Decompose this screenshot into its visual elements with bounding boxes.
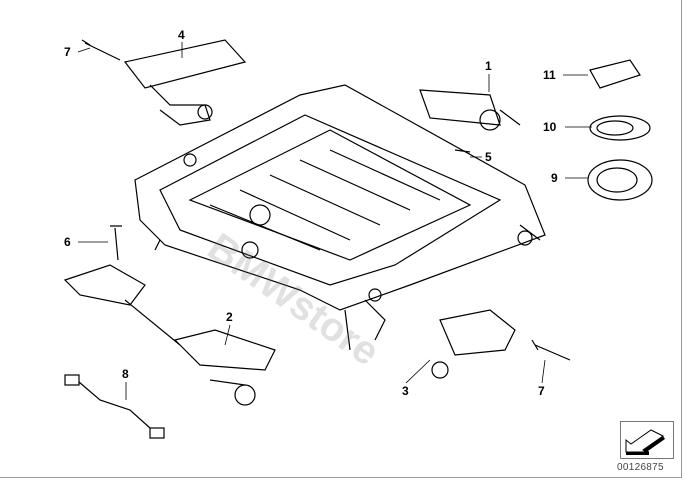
part-2-motor	[173, 329, 276, 406]
leader-lines	[77, 42, 592, 400]
label-4: 4	[178, 28, 185, 42]
label-2: 2	[226, 310, 233, 324]
back-arrow-button[interactable]	[620, 421, 674, 459]
label-7-top: 7	[64, 45, 71, 59]
part-1-motor	[419, 89, 521, 153]
control-module	[63, 264, 181, 346]
label-10: 10	[543, 120, 557, 134]
part-10-ring	[589, 115, 651, 141]
part-number: 00126875	[617, 462, 664, 473]
label-6: 6	[64, 235, 71, 249]
part-6-bolt	[110, 225, 122, 261]
part-9-ring	[587, 159, 653, 201]
label-5: 5	[485, 150, 492, 164]
label-9: 9	[551, 171, 558, 185]
label-8: 8	[122, 367, 129, 381]
label-1: 1	[485, 59, 492, 73]
seat-frame	[134, 84, 546, 351]
part-4-motor	[81, 39, 247, 126]
label-11: 11	[543, 68, 556, 82]
part-8-cable	[64, 374, 165, 439]
part-3-motor	[431, 309, 571, 379]
part-11-pad	[589, 59, 641, 89]
label-3: 3	[402, 384, 409, 398]
back-arrow-icon	[625, 429, 665, 455]
label-7-bottom: 7	[538, 384, 545, 398]
